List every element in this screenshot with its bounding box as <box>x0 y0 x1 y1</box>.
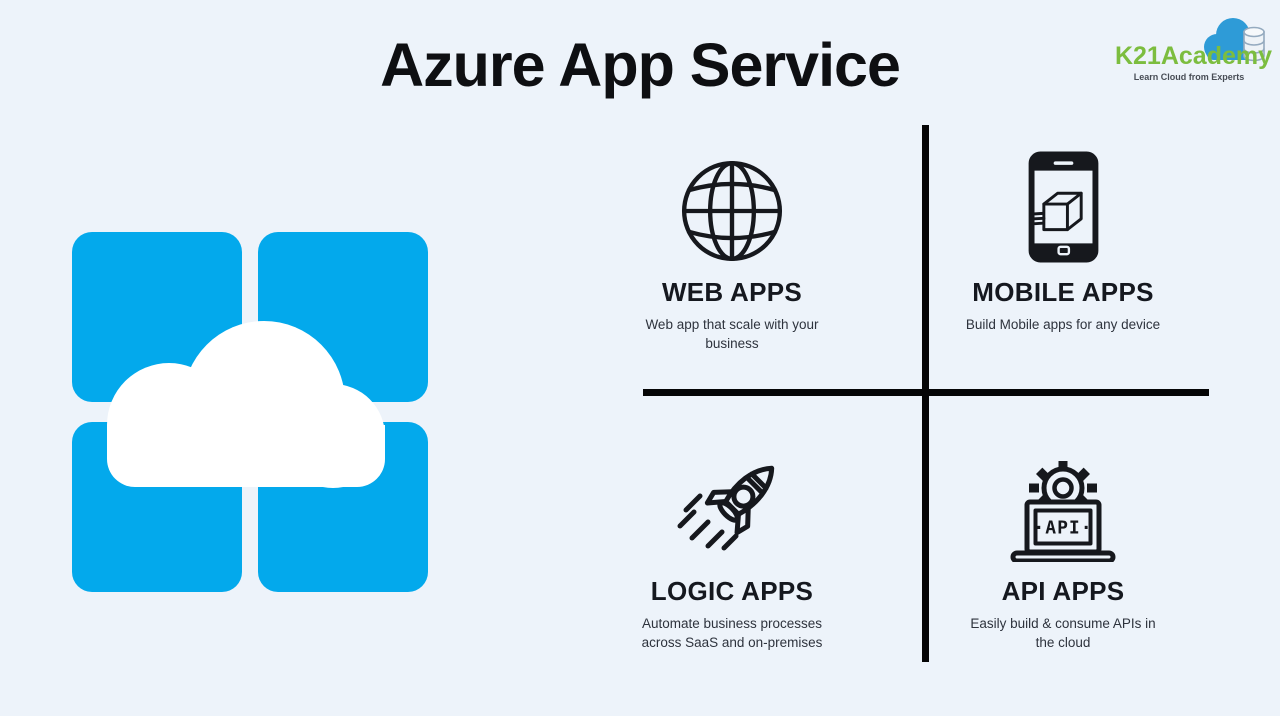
quadrant-description: Automate business processes across SaaS … <box>641 616 823 650</box>
web-apps-icon-box <box>680 150 784 263</box>
brand-logo: K21Academy Learn Cloud from Experts <box>1100 10 1272 84</box>
logic-apps-icon-box <box>676 452 788 562</box>
quadrant-logic-apps: LOGIC APPS Automate business processes a… <box>592 452 872 652</box>
quadrant-title: MOBILE APPS <box>972 277 1154 307</box>
cloud-database-icon <box>1204 18 1265 62</box>
api-laptop-gear-icon: ·API· <box>1010 461 1116 562</box>
grid-divider-horizontal <box>643 389 1209 396</box>
api-icon-label: ·API· <box>1033 518 1092 539</box>
quadrant-title: LOGIC APPS <box>650 576 814 606</box>
quadrant-description: Web app that scale with your business <box>645 317 819 351</box>
globe-icon <box>681 160 783 262</box>
quadrant-title: WEB APPS <box>661 277 803 307</box>
page-title: Azure App Service <box>380 31 901 99</box>
quadrant-api-apps: ·API· API APPS Easily build & consume AP… <box>923 452 1203 652</box>
bottom-edge-strip <box>0 716 1280 720</box>
api-apps-icon-box: ·API· <box>1003 452 1123 562</box>
mobile-apps-icon-box <box>1028 150 1099 263</box>
quadrant-description: Build Mobile apps for any device <box>965 317 1161 332</box>
quadrant-mobile-apps: MOBILE APPS Build Mobile apps for any de… <box>923 150 1203 335</box>
quadrant-web-apps: WEB APPS Web app that scale with your bu… <box>592 150 872 353</box>
quadrant-description: Easily build & consume APIs in the cloud <box>970 616 1156 650</box>
rocket-icon <box>677 465 775 551</box>
cloud-icon <box>107 321 385 488</box>
mobile-phone-icon <box>1028 151 1098 263</box>
azure-app-service-icon <box>72 232 428 592</box>
brand-tagline: Learn Cloud from Experts <box>1133 72 1245 82</box>
quadrant-title: API APPS <box>1001 576 1125 606</box>
brand-name: K21Academy <box>1114 42 1272 70</box>
